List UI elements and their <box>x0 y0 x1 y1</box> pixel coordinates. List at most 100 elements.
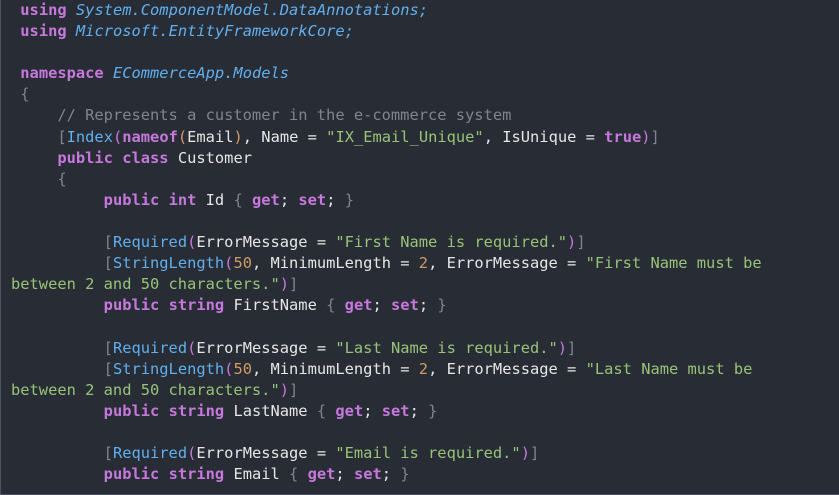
code-token <box>11 360 104 378</box>
code-token: "IX_Email_Unique" <box>326 127 484 146</box>
code-token: , ErrorMessage = <box>428 254 586 273</box>
code-token: "Last Name must be <box>585 359 753 378</box>
code-token <box>11 128 57 146</box>
code-token: "First Name must be <box>585 254 762 273</box>
code-token: public <box>103 190 160 209</box>
code-token: set <box>391 296 419 315</box>
code-token <box>11 191 104 209</box>
code-line: [StringLength(50, MinimumLength = 2, Err… <box>11 253 839 274</box>
code-token <box>243 191 252 209</box>
code-token: Required <box>112 338 188 357</box>
code-line: namespace ECommerceApp.Models <box>11 63 839 84</box>
code-token: ( <box>177 127 188 146</box>
code-token: public <box>103 465 160 484</box>
code-token: Microsoft.EntityFrameworkCore; <box>75 22 354 41</box>
code-token: ] <box>529 443 540 462</box>
code-line: [Index(nameof(Email), Name = "IX_Email_U… <box>11 127 839 148</box>
code-token: Required <box>112 443 188 462</box>
code-line: public string LastName { get; set; } <box>11 401 839 422</box>
code-token <box>11 402 104 420</box>
code-line: using System.ComponentModel.DataAnnotati… <box>11 0 839 21</box>
code-token <box>159 402 168 420</box>
code-token: between 2 and 50 characters." <box>11 275 280 294</box>
code-token: ) <box>567 233 577 252</box>
code-token: Index <box>66 127 113 146</box>
code-token: get <box>307 465 336 484</box>
code-token: } <box>344 190 355 209</box>
code-line: using Microsoft.EntityFrameworkCore; <box>11 21 839 42</box>
code-token: ; <box>326 190 345 209</box>
code-line: between 2 and 50 characters.")] <box>11 274 839 295</box>
code-token: string <box>168 401 225 420</box>
code-token: ; <box>279 190 299 209</box>
code-token: get <box>252 190 280 209</box>
code-token <box>335 296 344 314</box>
code-token <box>11 22 20 40</box>
code-token <box>159 191 168 209</box>
code-token: ( <box>187 233 197 252</box>
code-token: 50 <box>233 359 252 378</box>
code-line: [StringLength(50, MinimumLength = 2, Err… <box>11 359 839 380</box>
code-token: Email <box>187 127 234 146</box>
code-token: 2 <box>418 254 429 273</box>
code-token: FirstName <box>224 296 327 315</box>
code-token <box>11 106 57 124</box>
code-token: ( <box>224 359 234 378</box>
code-token: ] <box>289 275 299 294</box>
code-token: ( <box>112 127 123 146</box>
code-token: StringLength <box>112 359 225 378</box>
code-token: , IsUnique = <box>483 127 605 146</box>
code-token: ) <box>279 275 289 294</box>
code-token: ) <box>557 338 568 357</box>
code-token: ; <box>381 465 401 484</box>
code-line: ​ <box>11 316 839 337</box>
code-token <box>67 22 76 40</box>
code-text[interactable]: using System.ComponentModel.DataAnnotati… <box>11 0 839 485</box>
code-token: using <box>20 22 67 41</box>
code-line: { <box>11 169 839 190</box>
code-line: [Required(ErrorMessage = "Last Name is r… <box>11 338 839 359</box>
code-token: using <box>20 1 67 19</box>
code-token: Email <box>224 465 290 484</box>
code-token <box>67 1 76 19</box>
code-token: } <box>400 465 410 484</box>
code-token <box>11 1 20 19</box>
code-token: ErrorMessage = <box>196 443 336 462</box>
code-token <box>11 233 104 251</box>
code-token: ] <box>289 380 299 399</box>
code-token: StringLength <box>112 254 225 273</box>
code-token <box>104 64 113 82</box>
code-token: set <box>381 401 410 420</box>
code-token: ) <box>233 127 243 146</box>
code-token <box>298 465 307 483</box>
code-token: Id <box>196 190 234 209</box>
code-token: , MinimumLength = <box>251 359 419 378</box>
code-token: { <box>11 169 67 188</box>
code-line: public string FirstName { get; set; } <box>11 295 839 316</box>
code-token: [ <box>103 233 113 252</box>
code-token: ErrorMessage = <box>196 338 336 357</box>
code-line: ​ <box>11 211 839 232</box>
code-token: public <box>103 296 160 315</box>
code-token: namespace <box>20 64 104 83</box>
code-token: } <box>428 401 438 420</box>
code-line: // Represents a customer in the e-commer… <box>11 105 839 126</box>
code-token: [ <box>103 254 113 273</box>
code-token: set <box>298 190 327 209</box>
code-token: "Email is required." <box>335 443 521 462</box>
code-token: 2 <box>418 359 429 378</box>
code-token <box>11 254 104 272</box>
code-token: [ <box>57 127 67 146</box>
code-token: [ <box>103 338 113 357</box>
code-token: nameof <box>122 127 178 146</box>
code-token <box>326 402 335 420</box>
code-line: ​ <box>11 42 839 63</box>
code-token: ) <box>520 443 530 462</box>
code-token: ] <box>650 127 660 146</box>
code-token: [ <box>103 443 113 462</box>
code-token: ( <box>187 338 197 357</box>
code-token: string <box>168 465 225 484</box>
code-token: "Last Name is required." <box>335 338 558 357</box>
code-token: { <box>233 190 243 209</box>
